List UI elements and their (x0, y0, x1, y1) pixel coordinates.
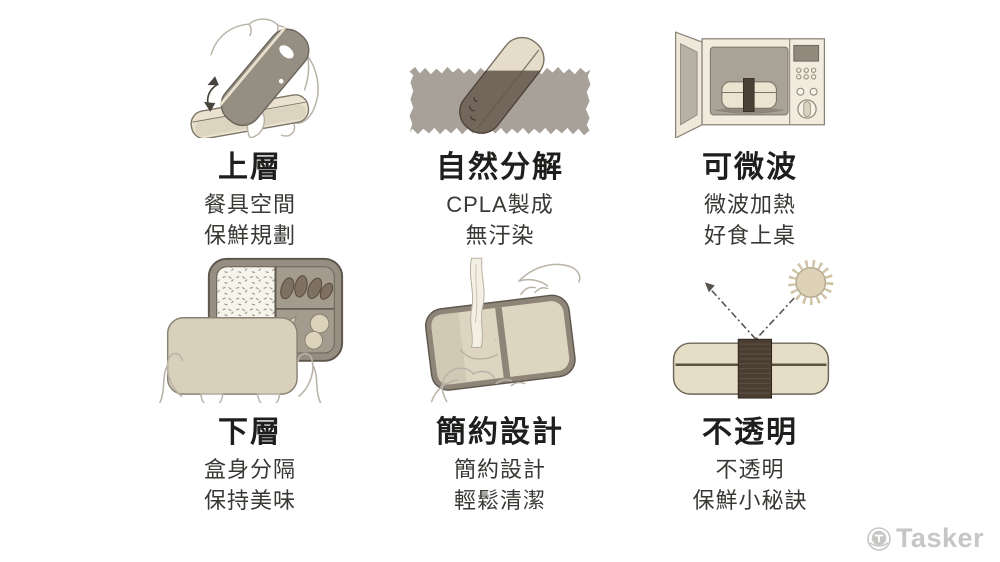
button-right (809, 87, 818, 96)
light-reflection-arrow (704, 282, 795, 340)
box-being-washed (424, 294, 576, 391)
watermark: Tasker (866, 523, 984, 554)
feature-simple-design: 簡約設計 簡約設計 輕鬆清潔 (375, 251, 625, 516)
feature-opaque: 不透明 不透明 保鮮小秘訣 (625, 251, 875, 516)
box-lid (219, 26, 310, 127)
buried-box-illustration (407, 14, 593, 138)
thumb-notch-left (200, 393, 224, 403)
water-stream (455, 257, 499, 360)
control-panel (789, 38, 820, 125)
feature-desc-line: CPLA製成 (446, 192, 554, 217)
buried-box-icon (409, 36, 591, 136)
display (793, 44, 820, 62)
hand-top-right-outline (518, 263, 581, 296)
open-arrow (203, 76, 219, 112)
sun-reflection-illustration (652, 251, 848, 403)
feature-lower-layer: 下層 盒身分隔 保持美味 (125, 251, 375, 516)
microwave-icon (674, 31, 826, 138)
sun-reflection-icon (672, 259, 834, 399)
feature-desc-line: 盒身分隔 (203, 457, 296, 482)
compartment-box-icon (159, 257, 344, 403)
feature-title: 下層 (218, 416, 282, 449)
feature-title: 可微波 (702, 151, 798, 184)
button-grid (796, 67, 817, 80)
open-lid-icon (190, 18, 319, 138)
door-window (680, 43, 698, 126)
microwave-illustration (655, 14, 845, 138)
feature-title: 上層 (218, 151, 282, 184)
tasker-logo-icon (866, 526, 892, 552)
washing-box-icon (424, 257, 581, 403)
feature-upper-layer: 上層 餐具空間 保鮮規劃 (125, 14, 375, 251)
feature-biodegradable: 自然分解 CPLA製成 無汙染 (375, 14, 625, 251)
washing-box-illustration (405, 251, 595, 403)
open-lid-illustration (157, 14, 343, 138)
feature-desc-line: 餐具空間 (203, 192, 296, 217)
food-slices (280, 275, 334, 300)
feature-desc-line: 無汙染 (465, 223, 535, 248)
opaque-lunchbox (672, 338, 830, 399)
feature-grid: 上層 餐具空間 保鮮規劃 (125, 14, 875, 516)
feature-desc-line: 不透明 (715, 457, 785, 482)
thumb-notch-right (257, 393, 281, 403)
feature-desc-line: 簡約設計 (453, 457, 546, 482)
feature-desc-line: 保鮮小秘訣 (692, 488, 808, 513)
feature-desc-line: 保持美味 (203, 488, 296, 513)
feature-title: 簡約設計 (436, 416, 564, 449)
feature-desc-line: 好食上桌 (703, 223, 796, 248)
hand-top-outline (210, 18, 319, 137)
button-left (796, 87, 805, 96)
watermark-label: Tasker (895, 523, 984, 553)
feature-title: 不透明 (702, 416, 798, 449)
lid-front (166, 316, 298, 395)
lunchbox-in-microwave (719, 78, 779, 113)
hand-bottom-left-outline (430, 367, 526, 403)
feature-title: 自然分解 (436, 151, 564, 184)
decomposed-part (459, 70, 545, 134)
feature-desc-line: 微波加熱 (703, 192, 796, 217)
hands-outline (159, 352, 322, 403)
feature-desc-line: 輕鬆清潔 (453, 488, 546, 513)
feature-microwavable: 可微波 微波加熱 好食上桌 (625, 14, 875, 251)
compartment-box-illustration (152, 251, 348, 403)
sun-icon (788, 259, 834, 305)
feature-desc-line: 保鮮規劃 (203, 223, 296, 248)
